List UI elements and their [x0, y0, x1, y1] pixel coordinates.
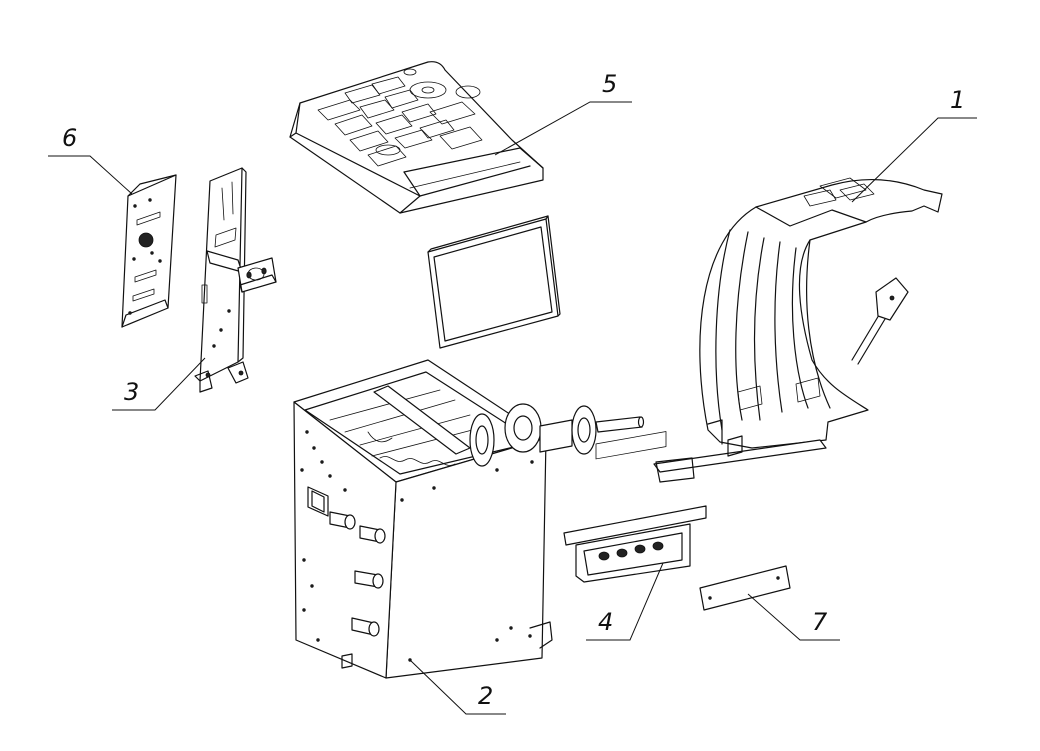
- part-6-side-panel: [121, 174, 177, 328]
- part-1-wheel-guard: [653, 177, 943, 483]
- callout-4: 4: [598, 608, 613, 636]
- leader-line-6: [48, 155, 133, 195]
- callout-5: 5: [602, 70, 617, 98]
- part-2-main-cabinet: [293, 359, 645, 679]
- part-5-tool-tray: [289, 61, 544, 214]
- callout-2: 2: [478, 682, 493, 710]
- part-7-plate: [699, 565, 791, 611]
- callout-6: 6: [62, 124, 77, 152]
- callout-3: 3: [124, 378, 139, 406]
- monitor: [427, 215, 561, 349]
- leader-line-2: [409, 659, 506, 715]
- leader-line-4: [586, 562, 664, 641]
- callout-1: 1: [950, 86, 965, 114]
- callout-labels: 1 2 3 4 5 6 7: [62, 70, 965, 710]
- callout-7: 7: [812, 608, 828, 636]
- leader-lines: [48, 101, 977, 715]
- leader-line-3: [112, 357, 206, 411]
- part-3-bracket: [194, 167, 277, 393]
- leader-line-7: [747, 593, 840, 641]
- leader-line-1: [851, 117, 977, 203]
- leader-line-5: [494, 101, 632, 156]
